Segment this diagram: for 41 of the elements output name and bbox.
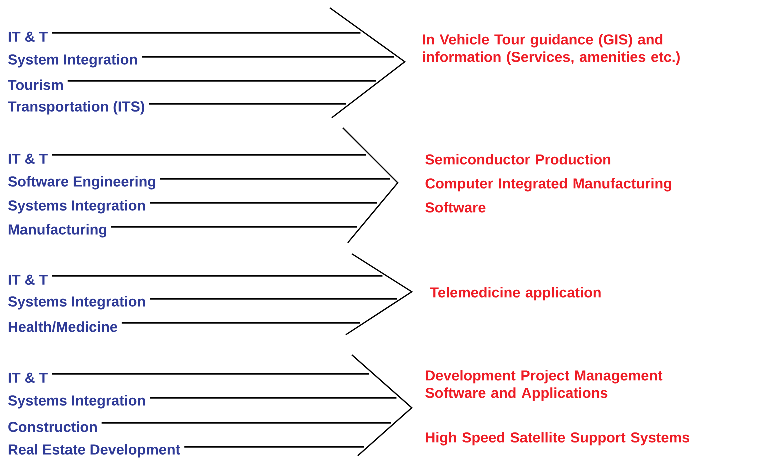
item-text: Systems Integration (8, 395, 146, 409)
outcome-text: Computer Integrated Manufacturing (426, 178, 672, 192)
connector-line (184, 446, 364, 448)
outcome-text: High Speed Satellite Support Systems (426, 432, 690, 446)
outcome-text: Semiconductor Production (426, 154, 611, 165)
connector-line (52, 32, 361, 34)
item-text: IT & T (8, 274, 48, 286)
outcome-text: Development Project Management Software and Applications (426, 370, 663, 402)
connector-line (150, 397, 397, 399)
connector-line (150, 202, 378, 204)
connector-line (52, 373, 370, 375)
item-text: Transportation (ITS) (8, 101, 144, 115)
item-text: Systems Integration (8, 296, 146, 310)
connector-line (52, 275, 383, 277)
outcome-text: Telemedicine application (430, 287, 601, 301)
angle-bracket (346, 253, 414, 336)
item-text: Software Engineering (8, 176, 156, 190)
connector-line (102, 422, 392, 424)
item-text: Systems Integration (8, 200, 146, 214)
angle-bracket (342, 128, 399, 244)
connector-line (160, 178, 390, 180)
item-text: Health/Medicine (8, 322, 118, 332)
connector-line (150, 298, 398, 300)
item-text: IT & T (8, 154, 48, 164)
connector-line (149, 103, 346, 105)
outcome-text: Software (426, 202, 486, 213)
item-text: System Integration (8, 54, 138, 68)
item-text: Manufacturing (8, 224, 107, 238)
item-text: IT & T (8, 32, 48, 42)
outcome-text: In Vehicle Tour guidance (GIS) and information (Services, amenities etc.) (423, 34, 680, 66)
connector-line (52, 154, 366, 156)
angle-bracket (330, 7, 406, 119)
item-text: IT & T (8, 372, 48, 384)
connector-line (112, 226, 358, 228)
connector-line (142, 56, 394, 58)
connector-line (122, 322, 360, 324)
item-text: Real Estate Development (8, 444, 180, 458)
angle-bracket (352, 354, 413, 456)
connector-line (68, 80, 376, 82)
item-text: Tourism (8, 80, 64, 90)
item-text: Construction (8, 422, 97, 432)
